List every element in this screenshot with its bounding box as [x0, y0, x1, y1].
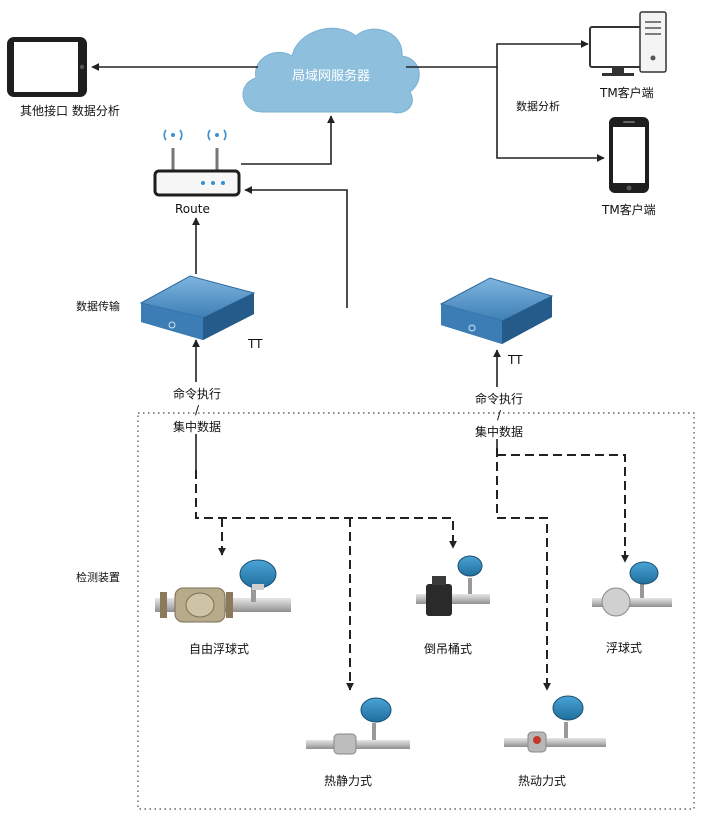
- arrow-to-float-ball: [497, 454, 629, 563]
- box-right-label: TT: [507, 353, 523, 367]
- router-label: Route: [175, 202, 210, 216]
- phone-icon: [609, 117, 649, 193]
- dashed-connections: [195, 448, 629, 691]
- cmd-right-line1: 命令执行: [475, 391, 523, 406]
- detection-label: 检测装置: [76, 570, 120, 584]
- device-thermostatic: [306, 697, 410, 755]
- cmd-right-line2: 集中数据: [475, 424, 523, 439]
- router-icon: [153, 129, 241, 197]
- tablet-icon: [7, 37, 87, 97]
- wifi-signal-icon: [163, 129, 227, 141]
- arrow-cloud-to-desktop: [406, 40, 589, 68]
- desktop-icon: [589, 11, 667, 76]
- arrow-rightbox-to-router: [244, 186, 348, 308]
- cmd-left-slash: /: [195, 403, 200, 417]
- cmd-left-line1: 命令执行: [173, 386, 221, 401]
- cloud-label: 局域网服务器: [292, 68, 370, 84]
- phone-label: TM客户端: [601, 202, 656, 217]
- float-ball-label: 浮球式: [606, 641, 642, 655]
- transfer-label: 数据传输: [76, 299, 120, 313]
- desktop-label: TM客户端: [599, 85, 654, 100]
- gateway-box-right: [439, 277, 554, 344]
- cloud-server: 局域网服务器: [242, 27, 420, 114]
- arrow-cloud-to-phone: [496, 67, 605, 162]
- device-thermodynamic: [504, 695, 606, 753]
- detection-frame: [137, 412, 695, 810]
- cmd-right-slash: /: [497, 408, 502, 422]
- arrow-to-thermodynamic: [496, 448, 551, 691]
- free-float-label: 自由浮球式: [189, 642, 249, 656]
- cmd-left-line2: 集中数据: [173, 419, 221, 434]
- device-float-ball: [592, 561, 672, 617]
- arrow-router-to-cloud: [241, 115, 335, 165]
- device-inverted-bucket: [416, 555, 490, 616]
- device-free-float: [155, 559, 291, 623]
- analysis-label: 数据分析: [516, 99, 560, 113]
- arrow-to-inverted-bucket: [195, 470, 457, 549]
- gateway-box-left: [139, 275, 256, 340]
- tablet-label: 其他接口 数据分析: [20, 103, 120, 118]
- thermodynamic-label: 热动力式: [518, 774, 566, 788]
- thermostatic-label: 热静力式: [324, 774, 372, 788]
- box-left-label: TT: [247, 337, 263, 351]
- inverted-bucket-label: 倒吊桶式: [424, 641, 472, 656]
